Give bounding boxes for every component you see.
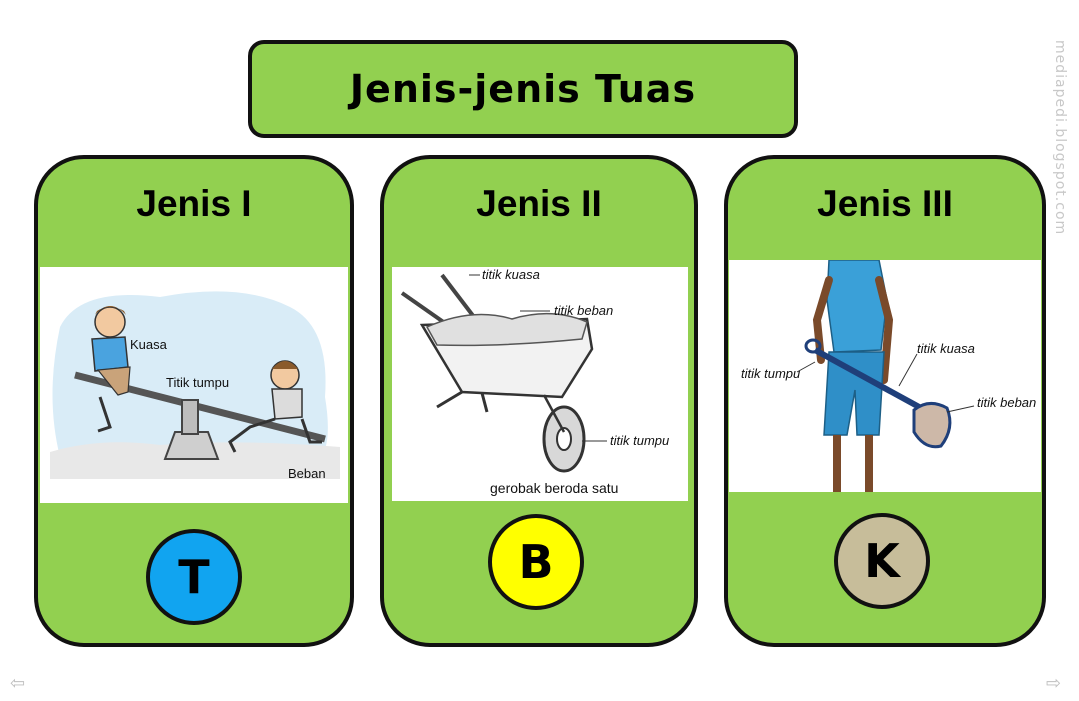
label-titik-kuasa: titik kuasa	[917, 341, 975, 356]
title-box: Jenis-jenis Tuas	[248, 40, 798, 138]
badge-b: B	[488, 514, 584, 610]
label-titik-kuasa: titik kuasa	[482, 267, 540, 282]
wheelbarrow-svg: titik kuasa titik beban titik tumpu gero…	[400, 267, 669, 496]
card-jenis-1: Jenis I Kuasa Titik tumpu Beban	[34, 155, 354, 647]
label-titik-tumpu: Titik tumpu	[166, 375, 229, 390]
badge-k: K	[834, 513, 930, 609]
label-titik-tumpu: titik tumpu	[610, 433, 669, 448]
badge-t: T	[146, 529, 242, 625]
caption-gerobak: gerobak beroda satu	[490, 480, 618, 496]
card-jenis-2: Jenis II titik kuasa titik beban titik t…	[380, 155, 698, 647]
card-jenis-3: Jenis III titik tumpu titik kuasa titik …	[724, 155, 1046, 647]
label-titik-beban: titik beban	[977, 395, 1036, 410]
card-title: Jenis II	[476, 183, 602, 224]
card-title: Jenis III	[817, 183, 953, 224]
arrow-right-icon[interactable]: ⇨	[1046, 673, 1062, 694]
label-beban: Beban	[288, 466, 326, 481]
shovel-illustration: titik tumpu titik kuasa titik beban	[729, 260, 1041, 492]
label-titik-tumpu: titik tumpu	[741, 366, 800, 381]
seesaw-svg: Kuasa Titik tumpu Beban	[50, 291, 340, 481]
page-title: Jenis-jenis Tuas	[349, 67, 697, 111]
card-title: Jenis I	[136, 183, 252, 224]
seesaw-illustration: Kuasa Titik tumpu Beban	[40, 267, 348, 503]
wheelbarrow-illustration: titik kuasa titik beban titik tumpu gero…	[392, 267, 688, 501]
label-kuasa: Kuasa	[130, 337, 168, 352]
arrow-left-icon[interactable]: ⇦	[10, 673, 26, 694]
shovel-svg: titik tumpu titik kuasa titik beban	[741, 260, 1036, 492]
label-titik-beban: titik beban	[554, 303, 613, 318]
watermark: mediapedi.blogspot.com	[1052, 40, 1068, 236]
